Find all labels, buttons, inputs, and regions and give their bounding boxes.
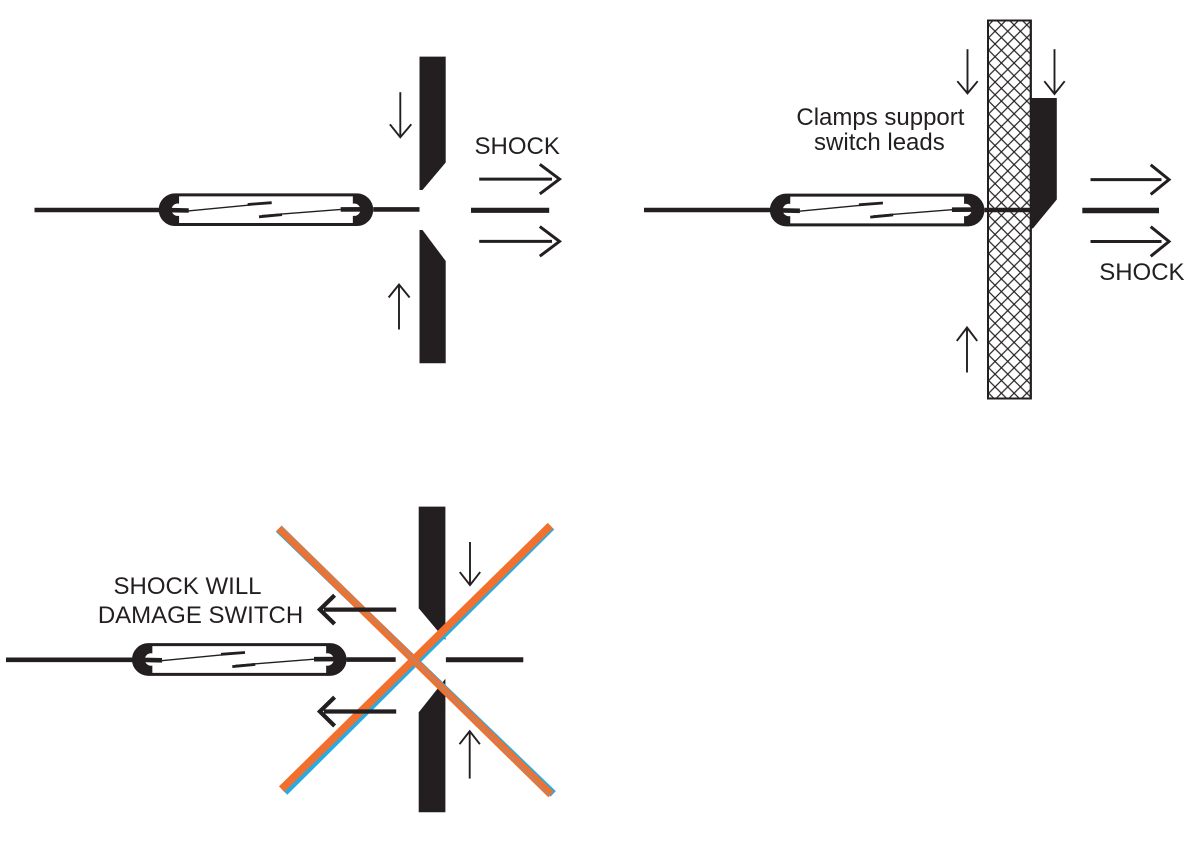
svg-text:SHOCK WILL: SHOCK WILL (113, 573, 261, 600)
svg-text:DAMAGE SWITCH: DAMAGE SWITCH (98, 602, 303, 629)
svg-text:switch leads: switch leads (814, 129, 945, 156)
svg-text:Clamps support: Clamps support (796, 104, 964, 131)
svg-text:SHOCK: SHOCK (1099, 259, 1184, 286)
svg-text:SHOCK: SHOCK (475, 133, 560, 160)
